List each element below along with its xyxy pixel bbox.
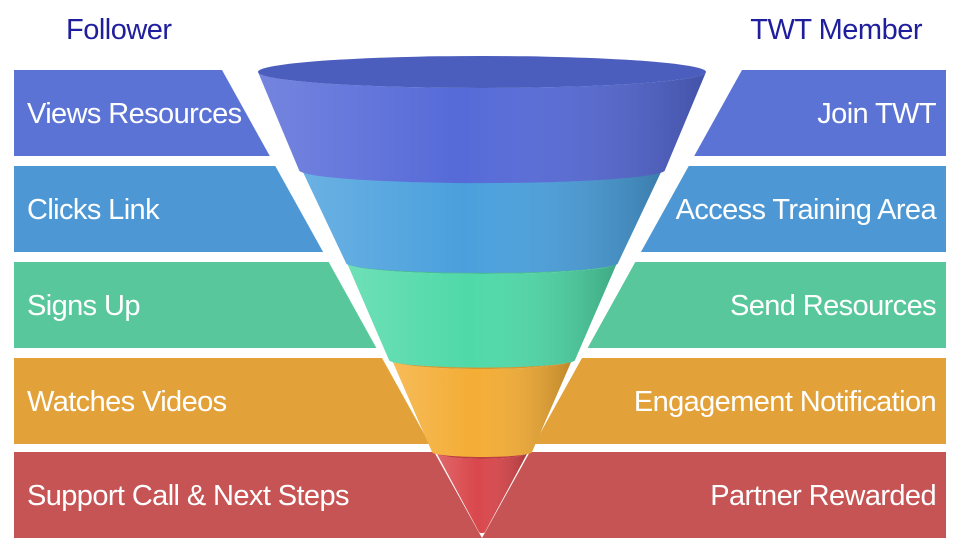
funnel-tier-1 bbox=[258, 56, 706, 184]
follower-step-5: Support Call & Next Steps bbox=[27, 480, 349, 512]
follower-step-4: Watches Videos bbox=[27, 386, 227, 418]
band-left-3 bbox=[14, 262, 377, 348]
follower-step-3: Signs Up bbox=[27, 290, 140, 322]
follower-step-2: Clicks Link bbox=[27, 194, 160, 226]
member-step-1: Join TWT bbox=[817, 98, 937, 130]
follower-step-1: Views Resources bbox=[27, 98, 242, 130]
member-step-3: Send Resources bbox=[730, 290, 936, 322]
member-step-4: Engagement Notification bbox=[634, 386, 936, 418]
band-right-5 bbox=[482, 452, 946, 538]
band-right-4 bbox=[534, 358, 946, 444]
band-right-2 bbox=[640, 166, 946, 252]
twt-member-heading: TWT Member bbox=[750, 14, 922, 46]
band-layer: Views Resources Join TWT Clicks Link Access… bbox=[14, 70, 946, 538]
band-right-3 bbox=[587, 262, 946, 348]
follower-heading: Follower bbox=[66, 14, 172, 46]
band-right-1 bbox=[694, 70, 946, 156]
band-left-4 bbox=[14, 358, 430, 444]
band-left-2 bbox=[14, 166, 324, 252]
funnel-cone bbox=[258, 56, 706, 533]
band-left-5 bbox=[14, 452, 482, 538]
member-step-5: Partner Rewarded bbox=[710, 480, 936, 512]
band-left-1 bbox=[14, 70, 270, 156]
member-step-2: Access Training Area bbox=[676, 194, 938, 226]
